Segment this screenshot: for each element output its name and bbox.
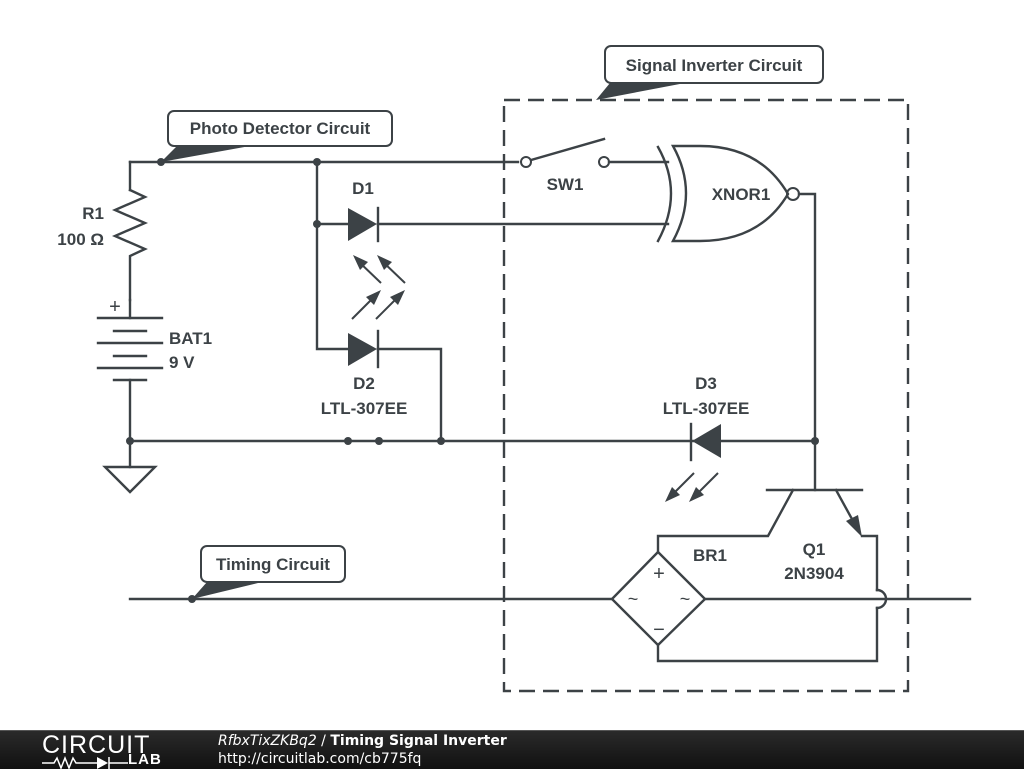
br1-minus: − — [653, 619, 665, 641]
svg-text:Timing Circuit: Timing Circuit — [216, 555, 330, 574]
br1-plus: + — [653, 563, 665, 585]
d2-value-label: LTL-307EE — [321, 399, 408, 418]
r1-ref-label: R1 — [82, 204, 104, 223]
diode-d2[interactable] — [348, 329, 443, 443]
junction-dots — [126, 158, 819, 603]
br1-ref-label: BR1 — [693, 546, 727, 565]
r1-value-label: 100 Ω — [57, 230, 104, 249]
bat1-polarity: + — [109, 296, 121, 318]
q1-ref-label: Q1 — [803, 540, 826, 559]
svg-text:Photo Detector Circuit: Photo Detector Circuit — [190, 119, 371, 138]
logo-lab-text: LAB — [128, 751, 162, 768]
wire-led-branch — [315, 160, 350, 351]
xnor-gate-xnor1[interactable] — [656, 144, 817, 443]
circuit-title: Timing Signal Inverter — [330, 733, 507, 749]
diode-d3[interactable] — [689, 422, 721, 462]
footer-title-line: RfbxTixZKBq2 / Timing Signal Inverter — [218, 732, 507, 750]
diode-d1[interactable] — [348, 206, 670, 243]
logo-circuit-text[interactable]: CIRCUIT — [42, 731, 151, 759]
wire-top-rail — [128, 160, 520, 192]
bridge-rectifier-br1[interactable] — [610, 550, 707, 647]
sw1-ref-label: SW1 — [547, 175, 584, 194]
transistor-q1[interactable] — [656, 439, 888, 663]
logo-resistor-diode-icon — [42, 755, 128, 769]
ground-symbol — [102, 439, 158, 494]
resistor-r1[interactable] — [111, 188, 149, 302]
bat1-value-label: 9 V — [169, 353, 195, 372]
light-arrows-icon — [351, 255, 406, 320]
title-separator: / — [316, 733, 331, 749]
br1-ac-left: ~ — [628, 589, 639, 609]
d3-ref-label: D3 — [695, 374, 717, 393]
br1-ac-right: ~ — [680, 589, 691, 609]
xnor1-ref-label: XNOR1 — [712, 185, 771, 204]
q1-value-label: 2N3904 — [784, 564, 844, 583]
switch-sw1[interactable] — [520, 137, 670, 168]
signal-inverter-boundary — [502, 98, 910, 693]
schematic-canvas: R1 100 Ω + BAT1 9 V D1 — [57, 45, 972, 693]
d3-value-label: LTL-307EE — [663, 399, 750, 418]
callout-signal-inverter: Signal Inverter Circuit — [596, 45, 824, 100]
battery-bat1[interactable] — [96, 298, 164, 443]
emission-arrows-icon — [665, 472, 719, 502]
d2-ref-label: D2 — [353, 374, 375, 393]
callout-timing: Timing Circuit — [192, 545, 346, 599]
bat1-ref-label: BAT1 — [169, 329, 212, 348]
footer-bar: CIRCUIT LAB RfbxTixZKBq2 / Timing Signal… — [0, 730, 1024, 769]
d1-ref-label: D1 — [352, 179, 374, 198]
circuit-url-link[interactable]: http://circuitlab.com/cb775fq — [218, 751, 422, 767]
callout-photo-detector: Photo Detector Circuit — [161, 110, 393, 162]
circuit-id[interactable]: RfbxTixZKBq2 — [218, 733, 317, 749]
svg-text:Signal Inverter Circuit: Signal Inverter Circuit — [626, 56, 803, 75]
